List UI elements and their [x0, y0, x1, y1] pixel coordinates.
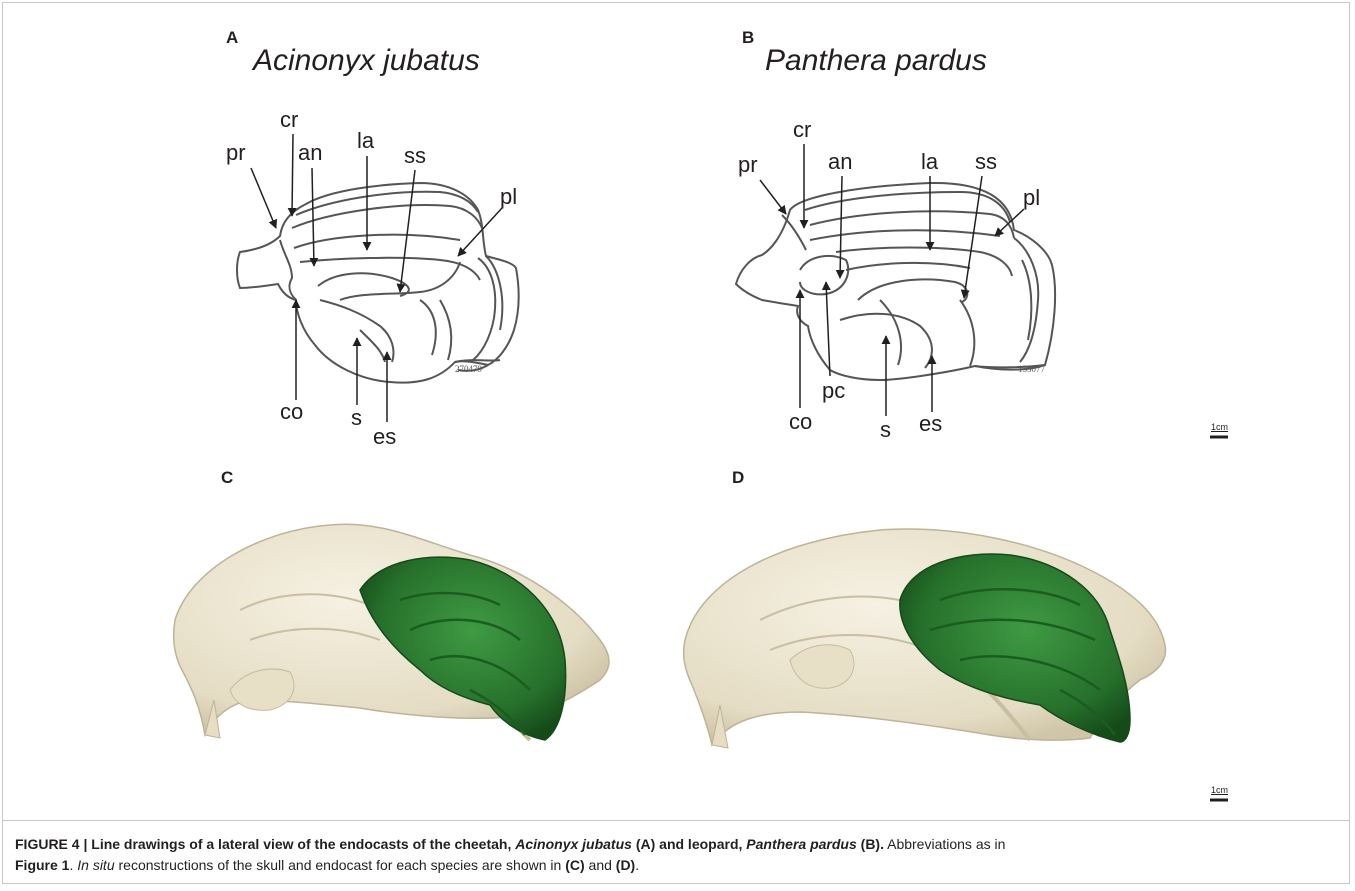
caption-species-1: Acinonyx jubatus — [515, 836, 632, 852]
caption-title-prefix: FIGURE 4 | Line drawings of a lateral vi… — [15, 836, 515, 852]
caption-text-end: . — [635, 857, 639, 873]
labels-b: pr cr an la ss pl co pc s es — [738, 117, 1040, 442]
label-s-b: s — [880, 417, 891, 442]
caption-text-3: reconstructions of the skull and endocas… — [115, 857, 566, 873]
caption-divider — [2, 820, 1350, 821]
label-pr-b: pr — [738, 152, 758, 177]
specimen-number-a: 270479 — [455, 364, 483, 374]
skull-render-d — [684, 529, 1166, 748]
specimen-number-b: 135077 — [1018, 364, 1046, 374]
label-pc-b: pc — [822, 378, 845, 403]
pointer-arrows-a — [251, 134, 502, 422]
label-la-a: la — [357, 128, 375, 153]
label-co-b: co — [789, 409, 812, 434]
caption-title-mid-2: (B). — [857, 836, 884, 852]
label-es-a: es — [373, 424, 396, 449]
figure-caption: FIGURE 4 | Line drawings of a lateral vi… — [15, 834, 1335, 876]
caption-title-mid-1: (A) and leopard, — [632, 836, 746, 852]
label-pr-a: pr — [226, 140, 246, 165]
caption-text-and: and — [585, 857, 616, 873]
label-pl-a: pl — [500, 184, 517, 209]
caption-in-situ: In situ — [77, 857, 114, 873]
label-la-b: la — [921, 149, 939, 174]
caption-ref-figure: Figure 1 — [15, 857, 69, 873]
label-cr-a: cr — [280, 107, 298, 132]
label-cr-b: cr — [793, 117, 811, 142]
endocast-drawing-b — [736, 183, 1055, 380]
label-ss-b: ss — [975, 149, 997, 174]
label-s-a: s — [351, 405, 362, 430]
label-an-b: an — [828, 149, 852, 174]
caption-ref-d: (D) — [616, 857, 635, 873]
label-pl-b: pl — [1023, 185, 1040, 210]
scale-label-bottom: 1cm — [1211, 785, 1228, 795]
caption-species-2: Panthera pardus — [746, 836, 856, 852]
labels-a: pr cr an la ss pl co s es — [226, 107, 517, 449]
label-co-a: co — [280, 399, 303, 424]
label-es-b: es — [919, 411, 942, 436]
label-an-a: an — [298, 140, 322, 165]
endocast-drawing-a — [237, 183, 519, 383]
caption-ref-c: (C) — [565, 857, 584, 873]
skull-render-c — [174, 524, 609, 740]
label-ss-a: ss — [404, 143, 426, 168]
caption-text-1: Abbreviations as in — [884, 836, 1005, 852]
scale-label-top: 1cm — [1211, 422, 1228, 432]
